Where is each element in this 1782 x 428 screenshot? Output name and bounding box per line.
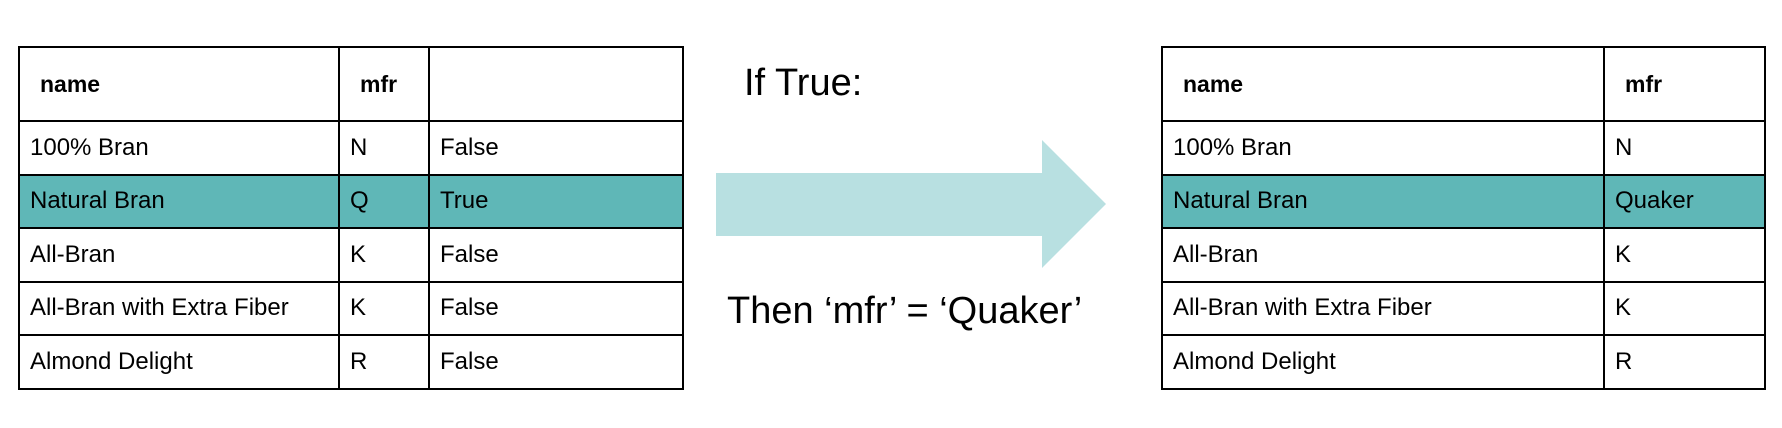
name-cell: Natural Bran: [1161, 173, 1605, 229]
name-cell: All-Bran: [18, 227, 340, 283]
arrow-right-icon: [716, 140, 1106, 268]
condition-text: If True:: [744, 62, 863, 104]
result-table-header-row: name mfr: [1161, 46, 1766, 122]
table-row: 100% Bran N: [1161, 120, 1766, 176]
table-row-highlighted: Natural Bran Q True: [18, 173, 684, 229]
table-row: All-Bran with Extra Fiber K: [1161, 280, 1766, 336]
flag-cell: False: [428, 280, 684, 336]
flag-cell: False: [428, 227, 684, 283]
name-cell: 100% Bran: [18, 120, 340, 176]
mfr-cell: R: [338, 334, 430, 390]
table-row: Almond Delight R False: [18, 334, 684, 390]
table-row-highlighted: Natural Bran Quaker: [1161, 173, 1766, 229]
flag-cell: True: [428, 173, 684, 229]
table-row: 100% Bran N False: [18, 120, 684, 176]
table-row: All-Bran with Extra Fiber K False: [18, 280, 684, 336]
flag-cell: False: [428, 120, 684, 176]
source-table-header-row: name mfr: [18, 46, 684, 122]
mfr-cell: K: [1603, 227, 1766, 283]
name-cell: All-Bran with Extra Fiber: [1161, 280, 1605, 336]
mfr-cell: N: [338, 120, 430, 176]
action-text: Then ‘mfr’ = ‘Quaker’: [727, 290, 1083, 332]
table-row: All-Bran K: [1161, 227, 1766, 283]
name-cell: All-Bran: [1161, 227, 1605, 283]
result-header-mfr: mfr: [1603, 46, 1766, 122]
result-table: name mfr 100% Bran N Natural Bran Quaker…: [1161, 46, 1766, 390]
name-cell: All-Bran with Extra Fiber: [18, 280, 340, 336]
mfr-cell: K: [338, 227, 430, 283]
flag-cell: False: [428, 334, 684, 390]
source-table: name mfr 100% Bran N False Natural Bran …: [18, 46, 684, 390]
result-header-name: name: [1161, 46, 1605, 122]
name-cell: Almond Delight: [1161, 334, 1605, 390]
mfr-cell: Quaker: [1603, 173, 1766, 229]
name-cell: 100% Bran: [1161, 120, 1605, 176]
mfr-cell: R: [1603, 334, 1766, 390]
mfr-cell: N: [1603, 120, 1766, 176]
source-header-mfr: mfr: [338, 46, 430, 122]
name-cell: Almond Delight: [18, 334, 340, 390]
mfr-cell: Q: [338, 173, 430, 229]
table-row: Almond Delight R: [1161, 334, 1766, 390]
mfr-cell: K: [338, 280, 430, 336]
source-header-flag: [428, 46, 684, 122]
mfr-cell: K: [1603, 280, 1766, 336]
source-header-name: name: [18, 46, 340, 122]
table-row: All-Bran K False: [18, 227, 684, 283]
name-cell: Natural Bran: [18, 173, 340, 229]
